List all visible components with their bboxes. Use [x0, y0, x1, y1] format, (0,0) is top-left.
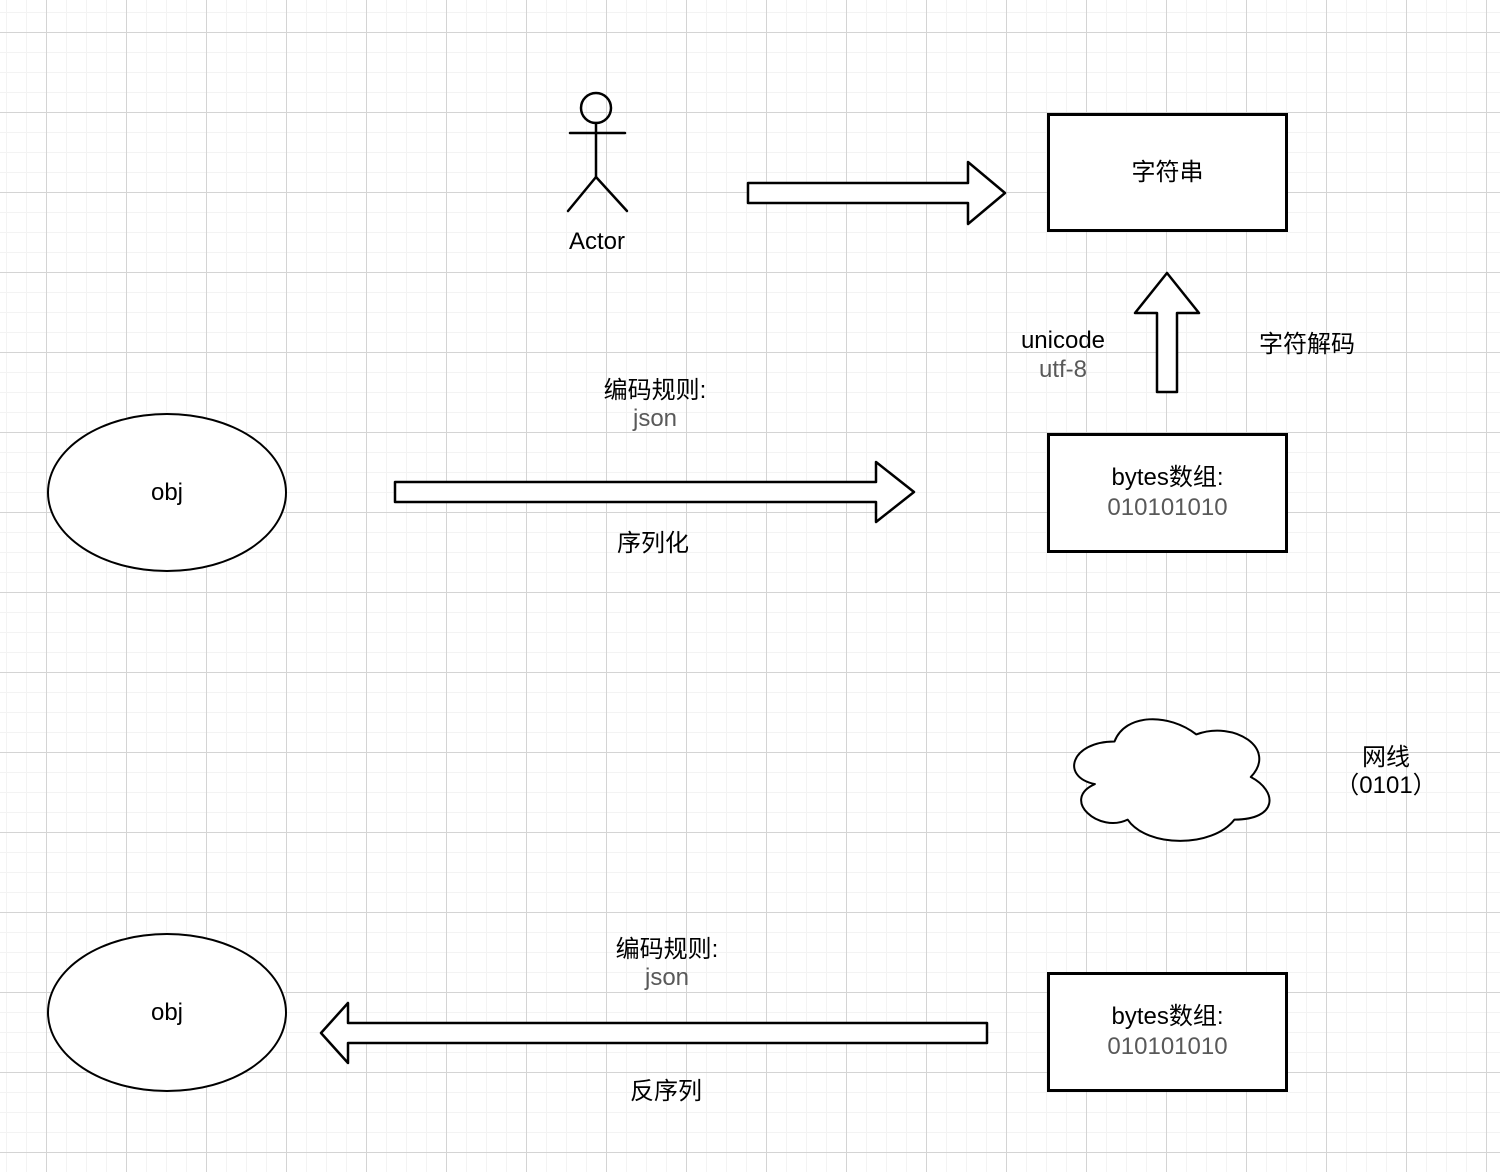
- actor-label: Actor: [568, 228, 625, 255]
- deserialize-rule-value: json: [644, 964, 690, 991]
- arrow-bytes-to-string[interactable]: [1133, 271, 1201, 394]
- serialize-rule-title: 编码规则:: [603, 377, 707, 404]
- deserialize-rule-title: 编码规则:: [615, 936, 719, 963]
- bytes-box-bottom-value: 010101010: [1107, 1033, 1228, 1060]
- obj-bottom-label: obj: [150, 998, 184, 1026]
- actor-figure-icon[interactable]: [552, 86, 642, 218]
- deserialize-rule-label: 编码规则: json: [587, 936, 747, 992]
- string-box-label: 字符串: [1131, 158, 1204, 186]
- bytes-box-top-value: 010101010: [1107, 494, 1228, 521]
- string-box[interactable]: 字符串: [1047, 113, 1288, 232]
- network-label-line1: 网线: [1362, 744, 1410, 771]
- decode-rule-label: unicode utf-8: [988, 326, 1138, 384]
- arrow-actor-to-string[interactable]: [746, 160, 1007, 226]
- network-cloud[interactable]: [1058, 704, 1280, 850]
- deserialize-arrow-label: 反序列: [630, 1078, 702, 1105]
- arrow-deserialize[interactable]: [319, 1001, 989, 1065]
- decode-rule-line1: unicode: [1020, 327, 1106, 354]
- bytes-box-bottom-title: bytes数组:: [1111, 1003, 1224, 1030]
- network-label: 网线 （0101）: [1306, 744, 1466, 800]
- decode-rule-line2: utf-8: [1038, 356, 1088, 383]
- serialize-rule-label: 编码规则: json: [575, 377, 735, 433]
- serialize-arrow-label: 序列化: [617, 530, 689, 557]
- obj-ellipse-top[interactable]: obj: [47, 413, 287, 572]
- obj-top-label: obj: [150, 478, 184, 506]
- network-label-line2: （0101）: [1335, 772, 1437, 799]
- bytes-box-bottom[interactable]: bytes数组: 010101010: [1047, 972, 1288, 1092]
- bytes-box-top-title: bytes数组:: [1111, 464, 1224, 491]
- serialize-rule-value: json: [632, 405, 678, 432]
- bytes-box-top[interactable]: bytes数组: 010101010: [1047, 433, 1288, 553]
- char-decode-label: 字符解码: [1259, 331, 1355, 358]
- arrow-serialize[interactable]: [393, 460, 916, 524]
- obj-ellipse-bottom[interactable]: obj: [47, 933, 287, 1092]
